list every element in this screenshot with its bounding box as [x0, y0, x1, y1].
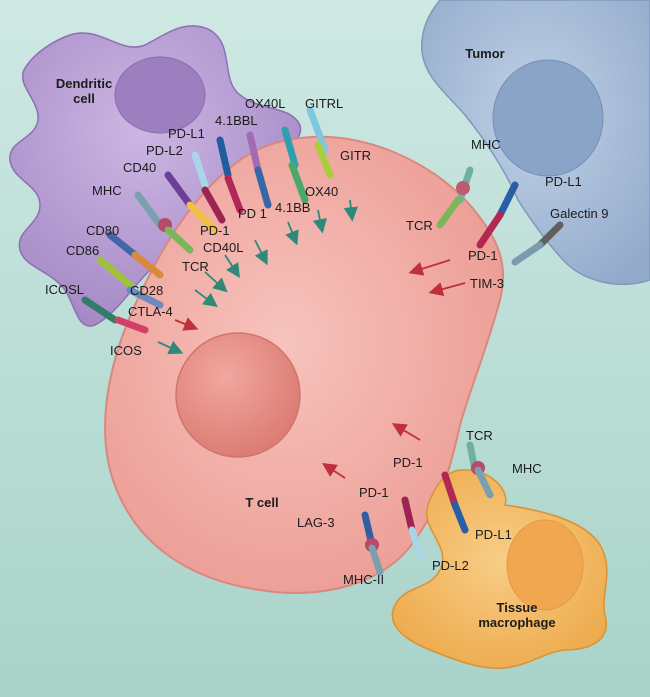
label-ox40: OX40 — [305, 184, 338, 199]
label-pd1-mac-a: PD-1 — [393, 455, 423, 470]
receptors-dendritic — [81, 106, 334, 334]
label-4-1bb: 4.1BB — [275, 200, 310, 215]
label-ox40l: OX40L — [245, 96, 285, 111]
label-gitr: GITR — [340, 148, 371, 163]
label-lag-3: LAG-3 — [297, 515, 335, 530]
label-pd-l1-mac: PD-L1 — [475, 527, 512, 542]
label-cd80: CD80 — [86, 223, 119, 238]
label-mhc-mac: MHC — [512, 461, 542, 476]
receptors-macrophage — [361, 441, 494, 576]
label-tcr-dc: TCR — [182, 259, 209, 274]
label-tcr-tumor: TCR — [406, 218, 433, 233]
label-mhc-dc: MHC — [92, 183, 122, 198]
label-icos: ICOS — [110, 343, 142, 358]
label-pd1-tumor: PD-1 — [468, 248, 498, 263]
label-gitrl: GITRL — [305, 96, 343, 111]
label-cd86: CD86 — [66, 243, 99, 258]
label-cd28: CD28 — [130, 283, 163, 298]
tissue-macrophage — [391, 469, 608, 669]
label-pd-l1-tumor: PD-L1 — [545, 174, 582, 189]
label-mhc-tumor: MHC — [471, 137, 501, 152]
label-pd-l2-mac: PD-L2 — [432, 558, 469, 573]
label-pd1-dc-b: PD-1 — [200, 223, 230, 238]
label-pd1-mac-b: PD-1 — [359, 485, 389, 500]
stimulatory-arrows — [157, 199, 358, 355]
label-tcr-mac: TCR — [466, 428, 493, 443]
label-cd40: CD40 — [123, 160, 156, 175]
tumor-nucleus — [492, 59, 604, 177]
dendritic-cell — [9, 25, 302, 327]
dendritic-nucleus — [114, 56, 206, 134]
t-cell — [104, 135, 505, 594]
t-cell-nucleus — [175, 332, 301, 458]
label-pd-l2-dc: PD-L2 — [146, 143, 183, 158]
label-4-1bbl: 4.1BBL — [215, 113, 258, 128]
label-ctla-4: CTLA-4 — [128, 304, 173, 319]
label-pd-l1-dc: PD-L1 — [168, 126, 205, 141]
label-mhc-ii: MHC-II — [343, 572, 384, 587]
label-icosl: ICOSL — [45, 282, 84, 297]
label-cd40l: CD40L — [203, 240, 243, 255]
macrophage-nucleus — [506, 519, 584, 611]
t-cell-label: T cell — [245, 495, 278, 510]
receptors-tumor — [436, 166, 564, 266]
label-galectin-9: Galectin 9 — [550, 206, 609, 221]
tumor-label: Tumor — [465, 46, 504, 61]
inhibitory-arrows — [174, 259, 466, 479]
label-pd1-dc-a: PD 1 — [238, 206, 267, 221]
label-tim-3: TIM-3 — [470, 276, 504, 291]
